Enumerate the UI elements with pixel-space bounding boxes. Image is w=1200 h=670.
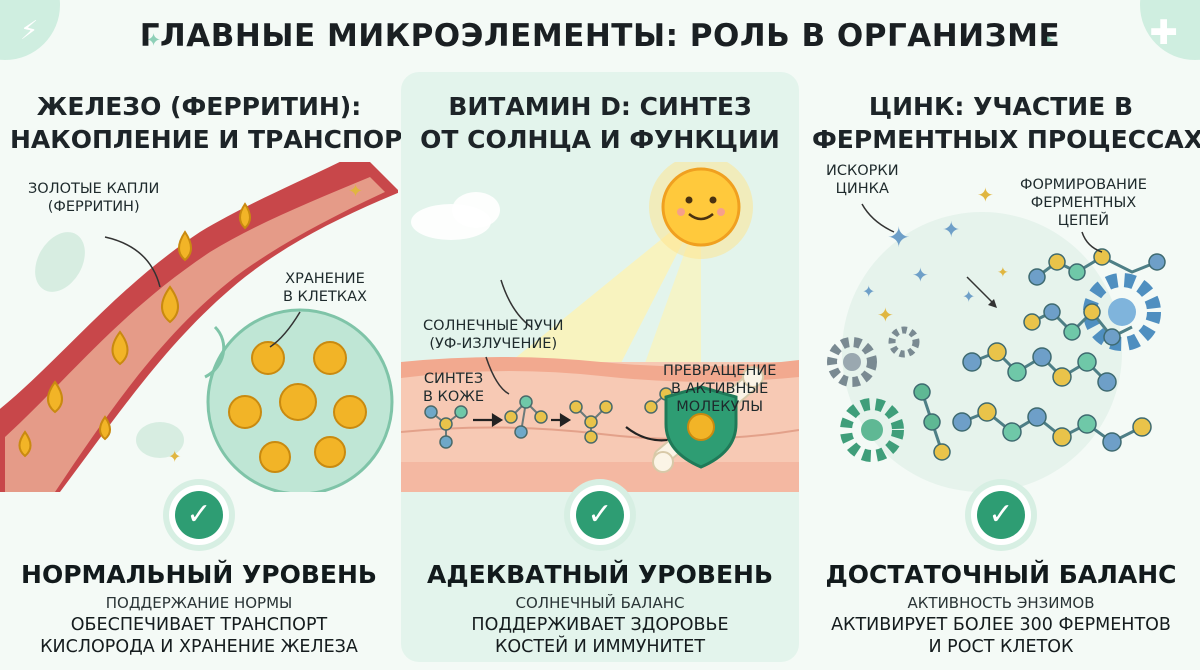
level-title: АДЕКВАТНЫЙ УРОВЕНЬ — [427, 560, 773, 589]
level-subtitle: ПОДДЕРЖАНИЕ НОРМЫ — [105, 594, 293, 612]
svg-text:✦: ✦ — [887, 221, 910, 254]
panel-iron: ЖЕЛЕЗО (ФЕРРИТИН): НАКОПЛЕНИЕ И ТРАНСПОР… — [0, 72, 420, 662]
status-badge: ✓ — [570, 485, 630, 545]
status-badge: ✓ — [169, 485, 229, 545]
svg-text:✦: ✦ — [942, 218, 960, 243]
svg-text:✦: ✦ — [912, 263, 929, 287]
skin-synthesis-diagram — [401, 162, 799, 492]
svg-text:✦: ✦ — [977, 183, 994, 207]
status-badge: ✓ — [971, 485, 1031, 545]
check-icon: ✓ — [576, 491, 624, 539]
sun-icon — [649, 162, 753, 259]
gear-icon — [888, 326, 920, 358]
level-subtitle: СОЛНЕЧНЫЙ БАЛАНС — [515, 594, 685, 612]
sparkle-icon: ✦ — [1040, 30, 1056, 51]
level-description: ОБЕСПЕЧИВАЕТ ТРАНСПОРТ КИСЛОРОДА И ХРАНЕ… — [40, 615, 358, 657]
blood-vessel-diagram: ✦ ✦ — [0, 162, 398, 492]
label-zinc-sparks: ИСКОРКИ ЦИНКА — [826, 163, 899, 197]
svg-text:✦: ✦ — [962, 287, 975, 306]
label-active-molecules: ПРЕВРАЩЕНИЕ В АКТИВНЫЕ МОЛЕКУЛЫ — [663, 363, 777, 415]
panel-vitamin-d: ВИТАМИН D: СИНТЕЗ ОТ СОЛНЦА И ФУНКЦИИ — [401, 72, 799, 662]
label-golden-drops: ЗОЛОТЫЕ КАПЛИ (ФЕРРИТИН) — [28, 181, 160, 215]
level-subtitle: АКТИВНОСТЬ ЭНЗИМОВ — [907, 594, 1095, 612]
svg-text:✦: ✦ — [862, 282, 875, 301]
plus-icon: ✚ — [1149, 13, 1179, 53]
gear-icon — [1083, 273, 1161, 351]
level-description: АКТИВИРУЕТ БОЛЕЕ 300 ФЕРМЕНТОВ И РОСТ КЛ… — [831, 615, 1171, 657]
sparkle-icon: ✦ — [146, 30, 162, 51]
page-title: ГЛАВНЫЕ МИКРОЭЛЕМЕНТЫ: РОЛЬ В ОРГАНИЗМЕ — [139, 18, 1061, 54]
level-title: НОРМАЛЬНЫЙ УРОВЕНЬ — [21, 560, 377, 589]
check-icon: ✓ — [175, 491, 223, 539]
svg-text:✦: ✦ — [348, 181, 363, 202]
panel-title: ЦИНК: УЧАСТИЕ В ФЕРМЕНТНЫХ ПРОЦЕССАХ — [812, 92, 1200, 154]
svg-text:✦: ✦ — [997, 265, 1009, 281]
gear-icon — [840, 398, 904, 462]
panel-zinc: ЦИНК: УЧАСТИЕ В ФЕРМЕНТНЫХ ПРОЦЕССАХ ✦ ✦… — [802, 72, 1200, 662]
enzyme-chain-diagram: ✦ ✦ ✦ ✦ ✦ ✦ ✦ ✦ — [827, 183, 1166, 492]
gear-icon — [827, 337, 877, 387]
panel-title: ЖЕЛЕЗО (ФЕРРИТИН): НАКОПЛЕНИЕ И ТРАНСПОР… — [10, 92, 420, 154]
label-enzyme-chains: ФОРМИРОВАНИЕ ФЕРМЕНТНЫХ ЦЕПЕЙ — [1020, 177, 1147, 229]
label-skin-synthesis: СИНТЕЗ В КОЖЕ — [423, 371, 485, 405]
label-uv-rays: СОЛНЕЧНЫЕ ЛУЧИ (УФ-ИЗЛУЧЕНИЕ) — [423, 318, 564, 352]
panel-title: ВИТАМИН D: СИНТЕЗ ОТ СОЛНЦА И ФУНКЦИИ — [420, 92, 780, 154]
vitamin-d-illustration: СОЛНЕЧНЫЕ ЛУЧИ (УФ-ИЗЛУЧЕНИЕ) СИНТЕЗ В К… — [401, 162, 799, 492]
lightning-icon: ⚡ — [20, 16, 39, 46]
iron-illustration: ✦ ✦ ЗОЛОТЫЕ КАПЛИ (ФЕРРИТИН) ХРАНЕНИЕ В … — [0, 162, 398, 492]
level-title: ДОСТАТОЧНЫЙ БАЛАНС — [825, 560, 1177, 589]
level-description: ПОДДЕРЖИВАЕТ ЗДОРОВЬЕ КОСТЕЙ И ИММУНИТЕТ — [471, 615, 729, 657]
svg-text:✦: ✦ — [168, 447, 181, 466]
label-cell-storage: ХРАНЕНИЕ В КЛЕТКАХ — [283, 271, 367, 305]
svg-text:✦: ✦ — [877, 303, 894, 327]
check-icon: ✓ — [977, 491, 1025, 539]
zinc-illustration: ✦ ✦ ✦ ✦ ✦ ✦ ✦ ✦ — [802, 162, 1200, 492]
